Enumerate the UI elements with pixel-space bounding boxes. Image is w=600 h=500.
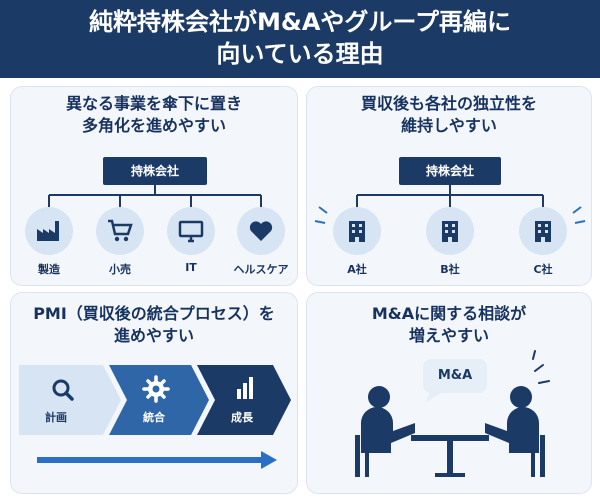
diversification-title: 異なる事業を傘下に置き 多角化を進めやすい: [65, 94, 242, 135]
step-label-integrate: 統合: [143, 411, 165, 424]
diversification-panel: 異なる事業を傘下に置き 多角化を進めやすい 持株会社 製造 小売 IT ヘルスケ…: [10, 86, 298, 286]
table-icon: [411, 435, 489, 477]
monitor-icon: [167, 207, 215, 255]
speech-bubble-text: M&A: [437, 368, 473, 383]
consultation-panel: M&Aに関する相談が 増えやすい M&A: [306, 292, 592, 494]
building-icon: [333, 207, 381, 255]
person-left-icon: [355, 386, 415, 477]
business-label-healthcare: ヘルスケア: [233, 263, 289, 276]
search-icon: [52, 379, 74, 401]
company-label-b: B社: [440, 263, 460, 276]
business-label-retail: 小売: [109, 263, 131, 276]
step-chevron-integrate: [109, 365, 209, 435]
cart-icon: [96, 207, 144, 255]
independence-title: 買収後も各社の独立性を 維持しやすい: [360, 94, 537, 135]
bar-chart-icon: [237, 377, 253, 399]
org-tree-lines: [314, 185, 586, 224]
building-icon: [426, 207, 474, 255]
step-chevron-plan: [19, 365, 121, 435]
pmi-title: PMI（買収後の統合プロセス）を 進めやすい: [33, 304, 275, 345]
company-label-c: C社: [533, 263, 553, 276]
page-title-line1: 純粋持株会社がM&Aやグループ再編に: [89, 8, 511, 36]
process-chevrons: [19, 365, 291, 469]
page-header: 純粋持株会社がM&Aやグループ再編に 向いている理由: [0, 0, 600, 78]
person-right-icon: [485, 386, 545, 477]
page-title-line2: 向いている理由: [216, 40, 384, 68]
meeting-illustration: [355, 350, 550, 477]
company-label-a: A社: [347, 263, 367, 276]
step-chevron-grow: [197, 365, 291, 435]
speech-bubble-icon: [423, 359, 487, 403]
pmi-panel: PMI（買収後の統合プロセス）を 進めやすい: [10, 292, 298, 494]
business-label-manufacturing: 製造: [38, 263, 60, 276]
building-icon: [519, 207, 567, 255]
step-label-plan: 計画: [45, 411, 67, 424]
gear-icon: [142, 375, 170, 403]
business-label-it: IT: [185, 261, 197, 274]
org-tree-lines: [48, 185, 262, 207]
step-label-grow: 成長: [231, 411, 253, 424]
consultation-title: M&Aに関する相談が 増えやすい: [371, 304, 527, 345]
progress-arrow: [37, 451, 277, 469]
heart-icon: [237, 207, 285, 255]
holding-company-box: 持株会社: [103, 157, 207, 185]
factory-icon: [25, 207, 73, 255]
holding-company-box: 持株会社: [399, 157, 501, 185]
attention-lines-icon: [532, 350, 550, 384]
emphasis-rays-icon: [314, 206, 586, 224]
independence-panel: 買収後も各社の独立性を 維持しやすい 持株会社 A社 B社 C社: [306, 86, 592, 286]
